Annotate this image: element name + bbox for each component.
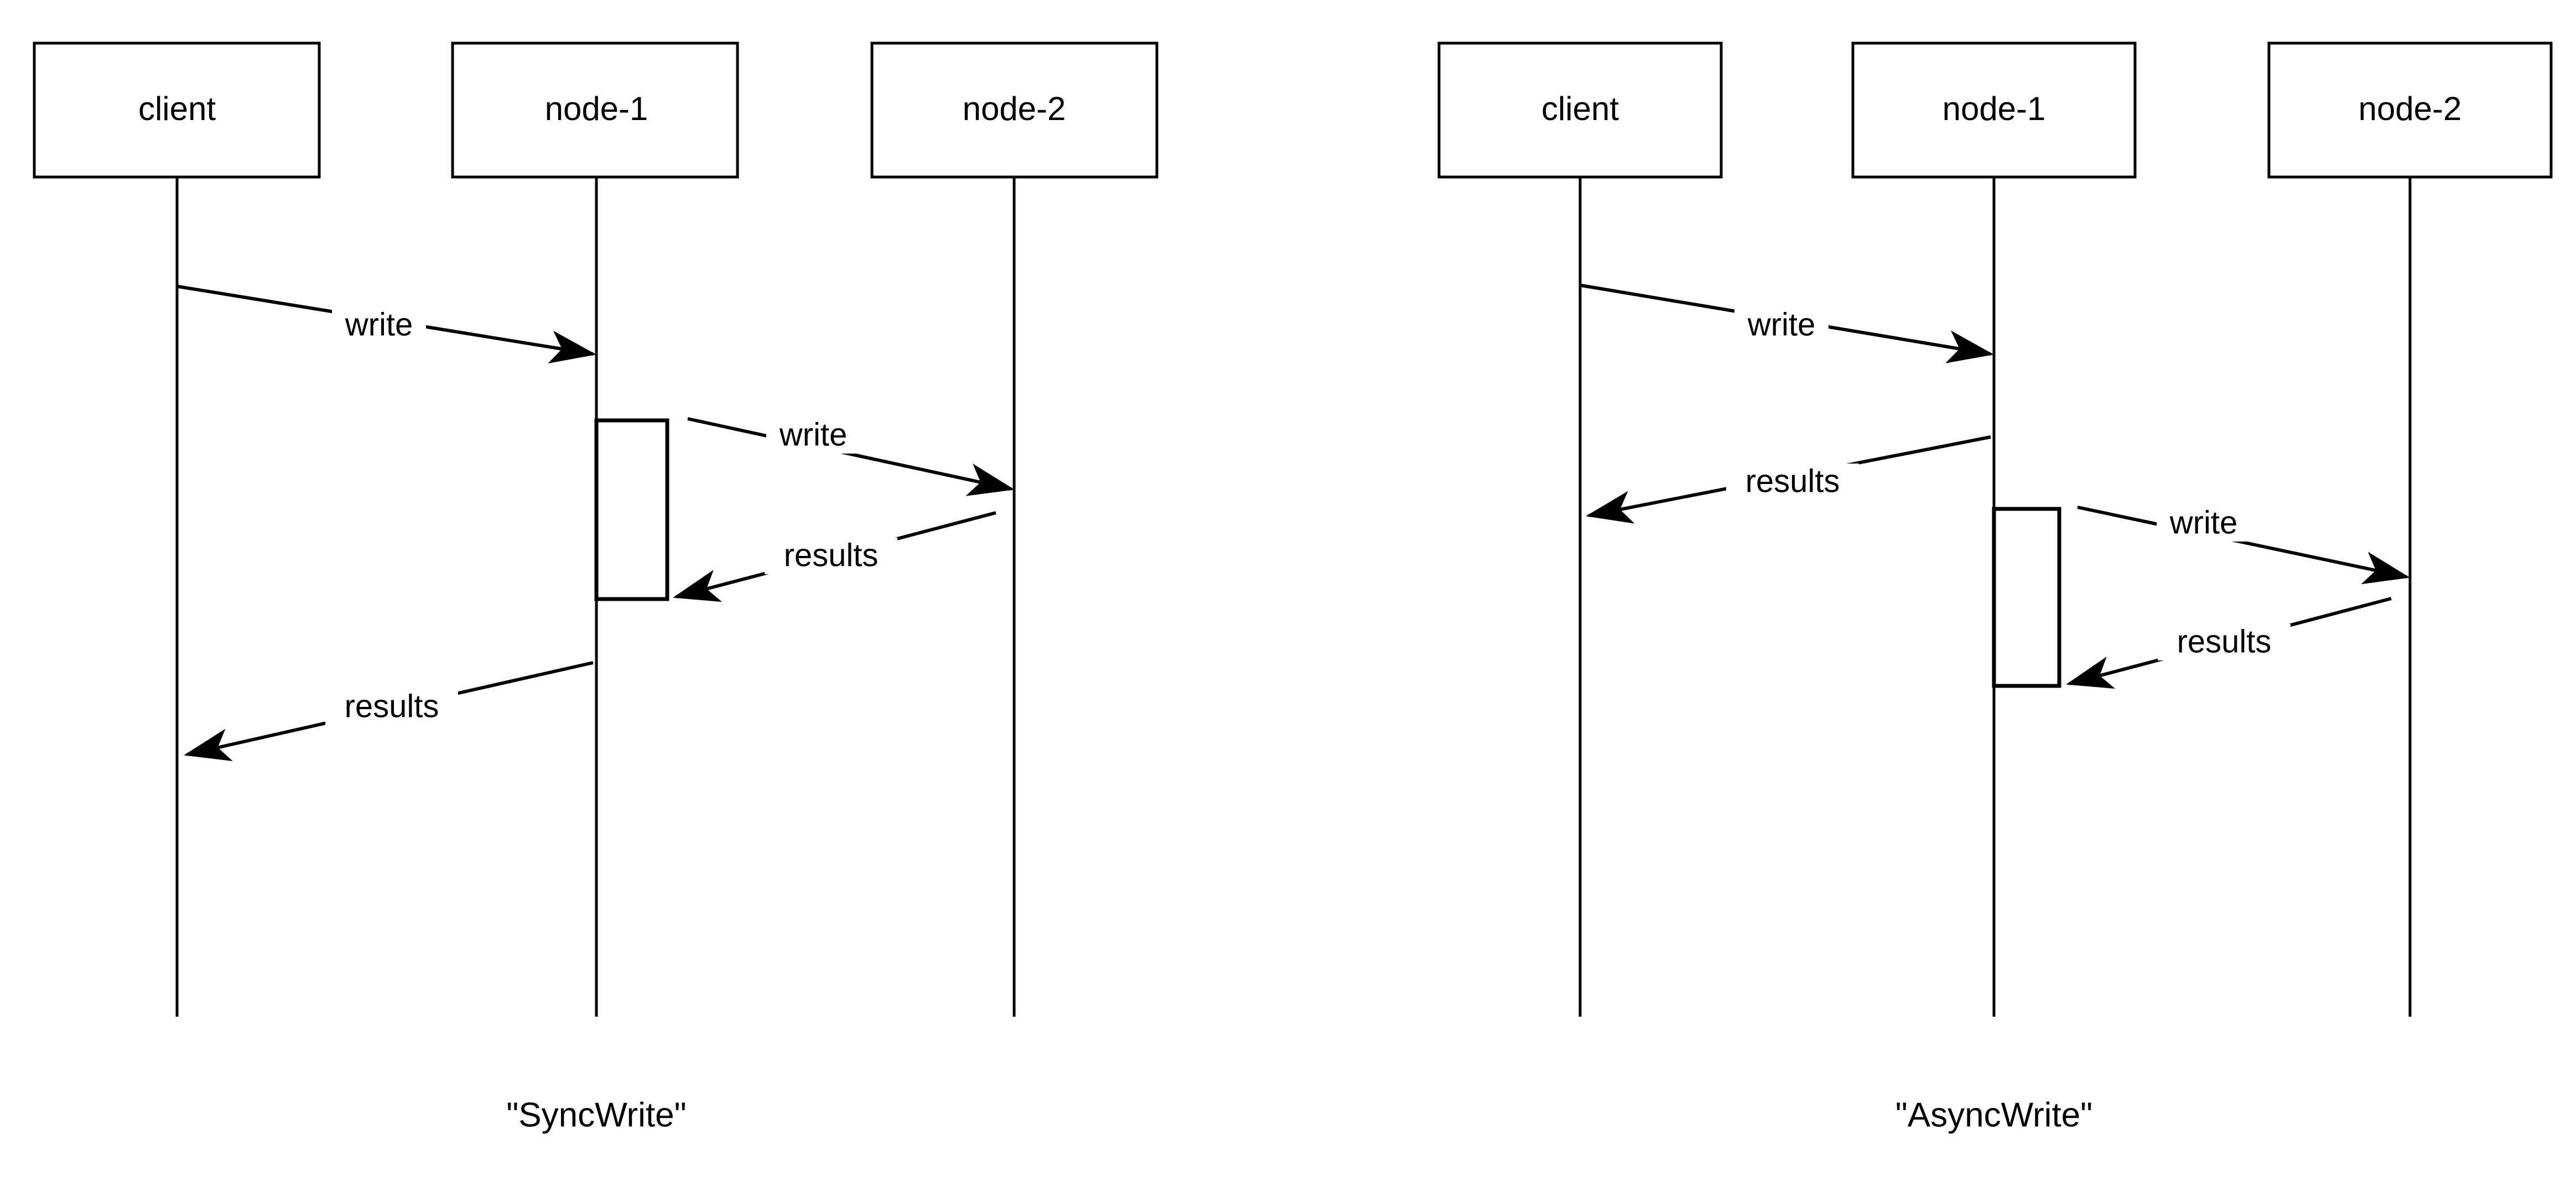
message-label-write-node1-node2-2: write	[2169, 504, 2237, 540]
message-label-mask-3	[765, 538, 897, 574]
message-label-mask-5	[1734, 307, 1829, 344]
participant-label-client: client	[138, 90, 216, 127]
participant-label-node-1-2: node-1	[1943, 90, 2046, 127]
participant-box-node-2-2[interactable]	[2267, 41, 2553, 179]
participant-label-client-2: client	[1541, 90, 1619, 127]
participant-box-node-1[interactable]	[451, 41, 739, 179]
diagram-sync-write: client node-1 node-2 write write results…	[33, 41, 1159, 1134]
message-label-results-node1-client: results	[345, 688, 439, 724]
message-label-results-node2-node1-2: results	[2177, 623, 2272, 659]
message-label-mask-2	[766, 417, 860, 454]
message-label-mask-6	[1726, 464, 1859, 500]
participant-box-client-2[interactable]	[1437, 41, 1723, 179]
message-label-write-node1-node2: write	[779, 417, 847, 452]
diagram-async-write: client node-1 node-2 write results write…	[1437, 41, 2553, 1134]
message-arrow-write-node1-node2	[687, 417, 1015, 496]
message-label-mask-1	[332, 307, 426, 344]
participant-box-client[interactable]	[33, 41, 321, 179]
activation-bar-node-1	[594, 418, 669, 601]
participant-label-node-1: node-1	[545, 90, 648, 127]
participant-label-node-2: node-2	[963, 90, 1066, 127]
activation-bar-node-1-2	[1992, 507, 2061, 688]
message-label-write-client-node1-2: write	[1747, 306, 1815, 342]
message-label-mask-8	[2158, 624, 2291, 660]
message-label-mask-7	[2157, 505, 2251, 542]
diagram-caption-sync-write: "SyncWrite"	[506, 1096, 686, 1134]
participant-box-node-2[interactable]	[870, 41, 1159, 179]
message-label-results-node2-node1: results	[784, 537, 879, 573]
message-arrow-write-node1-node2-2	[2077, 506, 2410, 585]
message-label-write-client-node1: write	[345, 306, 413, 342]
diagram-caption-async-write: "AsyncWrite"	[1895, 1096, 2092, 1134]
message-label-results-node1-client-2: results	[1746, 463, 1840, 499]
message-label-mask-4	[325, 689, 458, 725]
participant-label-node-2-2: node-2	[2359, 90, 2462, 127]
participant-box-node-1-2[interactable]	[1851, 41, 2137, 179]
